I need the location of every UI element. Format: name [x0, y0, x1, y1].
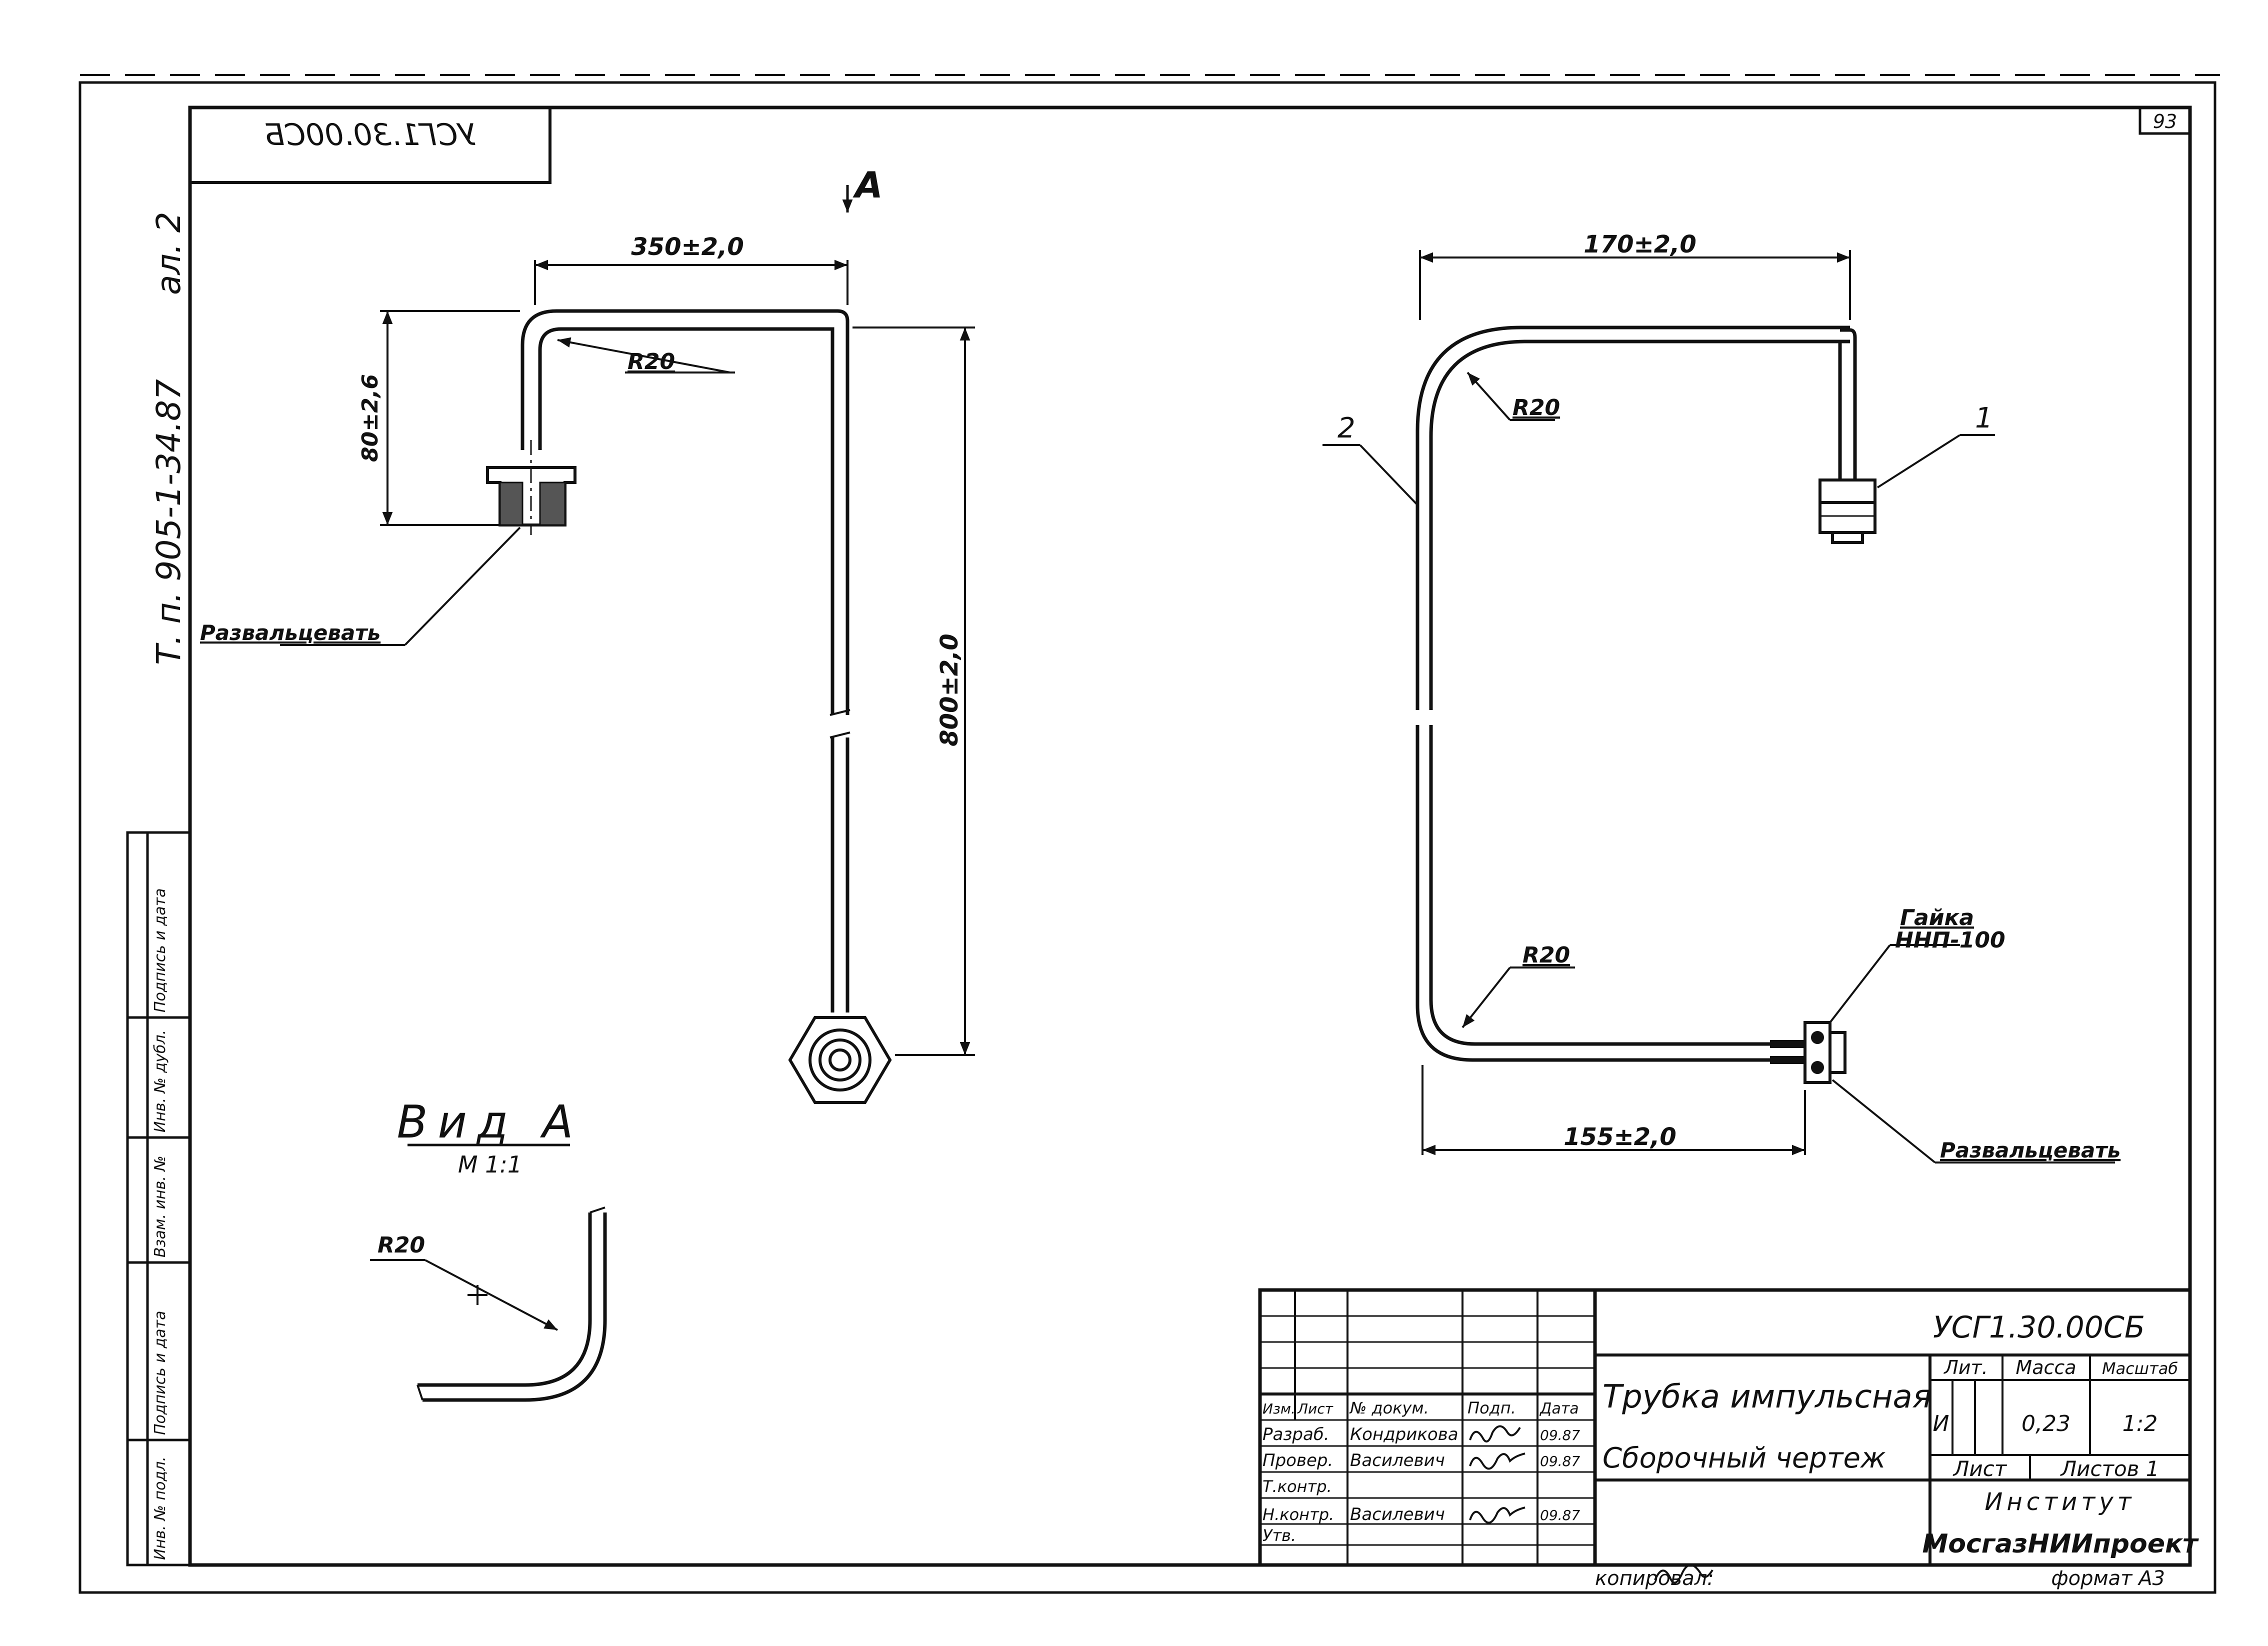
left-tube	[520, 309, 850, 1012]
tb-institute-2: МосгазНИИпроект	[1922, 1529, 2200, 1559]
tb-date-4: 09.87	[1540, 1507, 1580, 1524]
tb-header-list: Лист	[1297, 1400, 1334, 1417]
right-dimensions	[1322, 250, 2115, 1164]
dim-800: 800±2,0	[936, 634, 964, 746]
left-fitting	[486, 440, 576, 535]
tb-header-sign: Подп.	[1468, 1398, 1516, 1418]
side-cell-3: Взам. инв. №	[152, 1156, 169, 1258]
tb-institute-1: Институт	[1984, 1488, 2135, 1516]
side-cell-2: Подпись и дата	[152, 1311, 169, 1436]
nut-label-2: ННП-100	[1895, 928, 2006, 953]
page-number-box: 93	[2138, 106, 2192, 135]
side-cell-1: Инв. № подл.	[152, 1456, 169, 1560]
title-block-grid	[1258, 1288, 2192, 1567]
mirrored-code-box: УСГ1.30.00СБ	[188, 106, 552, 184]
tb-sheets-label: Листов 1	[2060, 1456, 2160, 1481]
page-number: 93	[2153, 110, 2177, 132]
tb-title: Трубка импульсная	[1602, 1378, 1932, 1416]
tb-lit-value: И	[1933, 1411, 1950, 1436]
tb-role-2: Провер.	[1262, 1450, 1333, 1470]
view-a-title: Вид А	[397, 1096, 584, 1148]
left-dimensions	[280, 185, 975, 1056]
tb-header-date: Дата	[1539, 1400, 1579, 1418]
tb-date-2: 09.87	[1540, 1453, 1580, 1470]
tb-date-1: 09.87	[1540, 1427, 1580, 1444]
side-strip	[126, 831, 192, 1566]
position-2: 2	[1338, 412, 1356, 444]
tb-name-1: Кондрикова	[1350, 1424, 1458, 1444]
tb-format-label: формат А3	[2051, 1567, 2165, 1590]
series-vertical: Т. п. 905-1-34.87 ал. 2	[150, 212, 188, 665]
signatures	[1469, 1425, 1714, 1584]
tb-scale-value: 1:2	[2122, 1411, 2158, 1436]
tb-role-5: Утв.	[1262, 1526, 1296, 1545]
right-bottom-nut	[1804, 1021, 1846, 1084]
tb-mass-label: Масса	[2016, 1356, 2076, 1378]
mirrored-code: УСГ1.30.00СБ	[264, 118, 476, 152]
left-bottom-nut	[788, 1016, 892, 1104]
tb-role-3: Т.контр.	[1262, 1477, 1332, 1496]
series-text: Т. п. 905-1-34.87	[150, 379, 188, 665]
view-a-scale: М 1:1	[458, 1151, 522, 1178]
tb-role-4: Н.контр.	[1262, 1505, 1334, 1524]
tb-designation: УСГ1.30.00СБ	[1933, 1310, 2145, 1345]
dim-170: 170±2,0	[1584, 230, 1696, 258]
tb-subtitle: Сборочный чертеж	[1602, 1442, 1886, 1474]
dim-350: 350±2,0	[631, 233, 744, 261]
tb-header-doc: № докум.	[1349, 1398, 1429, 1418]
left-flare-label: Развальцевать	[200, 620, 380, 645]
tb-lit-label: Лит.	[1943, 1356, 1988, 1378]
view-a-bend	[416, 1206, 607, 1402]
right-flare-label: Развальцевать	[1940, 1138, 2120, 1162]
view-a-marker: А	[852, 164, 883, 206]
side-cell-4: Инв. № дубл.	[152, 1030, 169, 1132]
left-radius: R20	[628, 349, 675, 374]
dim-155: 155±2,0	[1564, 1123, 1676, 1151]
position-1: 1	[1975, 402, 1993, 434]
dim-80: 80±2,6	[358, 374, 383, 462]
nut-label-1: Гайка	[1900, 905, 1974, 930]
tb-sheet-label: Лист	[1952, 1456, 2008, 1481]
tb-name-2: Василевич	[1350, 1450, 1445, 1470]
right-top-nut	[1818, 478, 1876, 544]
right-tube	[1416, 326, 1857, 1064]
tb-scale-label: Масштаб	[2102, 1359, 2178, 1378]
tb-mass-value: 0,23	[2022, 1411, 2070, 1436]
side-cell-5: Подпись и дата	[152, 888, 169, 1013]
right-radius-bottom: R20	[1522, 942, 1570, 968]
view-a-center-mark	[370, 1259, 558, 1331]
album-text: ал. 2	[150, 212, 188, 295]
right-radius-top: R20	[1512, 395, 1560, 420]
tb-header-izm: Изм.	[1262, 1400, 1296, 1417]
tb-copied-label: копировал:	[1595, 1567, 1714, 1590]
tb-role-1: Разраб.	[1262, 1424, 1330, 1444]
sheet-frame	[78, 74, 2220, 1594]
tb-name-4: Василевич	[1350, 1504, 1445, 1524]
view-a-radius: R20	[378, 1232, 425, 1258]
